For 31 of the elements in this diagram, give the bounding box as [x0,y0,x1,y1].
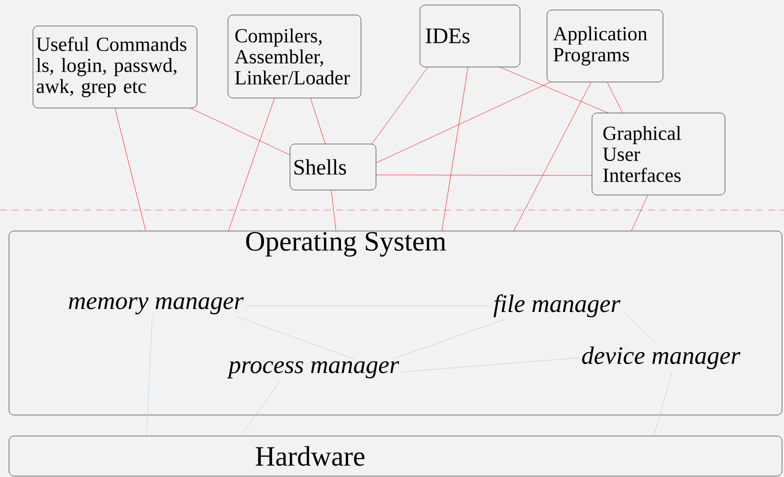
component-label: process manager [227,361,400,378]
connector-line [631,195,648,231]
connector-line [442,67,468,231]
connector-line [240,380,281,436]
connector-line [376,82,550,164]
connector-line [190,108,290,156]
connector-line [514,82,592,231]
component-label: file manager [494,294,620,318]
connector-line [622,311,658,344]
connector-line [376,174,592,176]
connector-line [500,67,608,113]
connector-line [372,67,428,144]
connector-line [331,190,336,231]
connector-line [392,319,504,360]
connector-line [654,371,672,436]
connector-line [228,98,275,231]
connector-line [114,108,146,231]
connector-line [607,82,623,113]
text-box: IDEs [420,4,520,68]
text-box: Compilers, Assembler, Linker/Loader [228,14,362,98]
component-label: device manager [582,346,740,370]
connector-line [146,316,152,436]
component-label: memory manager [68,297,244,314]
connector-line [310,98,326,144]
connector-line [401,358,580,372]
text-box: Useful Commands ls, login, passwd, awk, grep etc [32,26,198,108]
text-box: Shells [290,144,376,190]
connector-line [236,316,354,360]
text-box: Application Programs [546,10,664,82]
text-box: Graphical User Interfaces [592,112,726,196]
layer-box: Hardware [8,436,782,476]
